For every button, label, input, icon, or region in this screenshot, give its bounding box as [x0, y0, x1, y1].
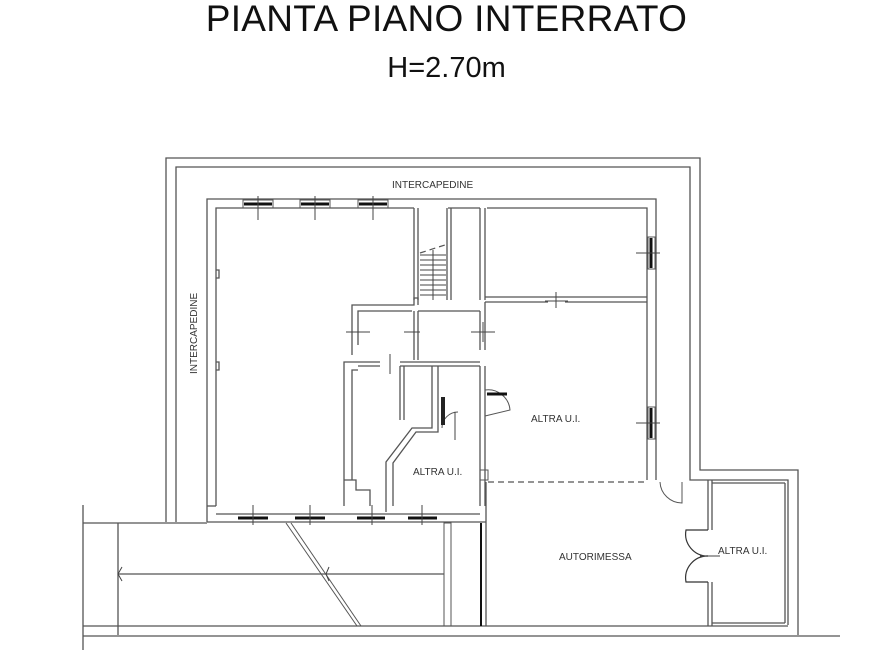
outer-perimeter-wall — [165, 157, 799, 635]
plan-height-label: H=2.70m — [387, 52, 506, 84]
plan-title: PIANTA PIANO INTERRATO — [205, 0, 688, 39]
upper-right-room — [485, 292, 647, 308]
window-right-1 — [636, 236, 660, 270]
double-door-autorimessa — [685, 529, 720, 583]
staircase — [419, 243, 449, 300]
ramp-area — [82, 505, 840, 650]
window-bottom-1 — [238, 505, 268, 525]
left-lower-room — [343, 361, 405, 506]
window-top-2 — [299, 196, 331, 220]
window-top-1 — [242, 196, 274, 220]
building-outer-wall — [206, 198, 657, 522]
door-right-lower — [659, 481, 683, 504]
label-altra-ui-small: ALTRA U.I. — [413, 467, 462, 478]
window-bottom-3 — [357, 505, 385, 525]
label-intercapedine-left: INTERCAPEDINE — [189, 293, 200, 374]
autorimessa-room — [485, 480, 786, 626]
small-altra-ui-room — [385, 366, 489, 512]
window-bottom-2 — [295, 505, 325, 525]
door-altra-ui-center — [484, 389, 511, 417]
window-top-3 — [357, 196, 389, 220]
stair-shaft — [413, 208, 486, 300]
label-altra-ui-center: ALTRA U.I. — [531, 414, 580, 425]
label-intercapedine-top: INTERCAPEDINE — [392, 180, 473, 191]
label-altra-ui-right: ALTRA U.I. — [718, 546, 767, 557]
building-bottom-wall — [207, 505, 486, 523]
window-right-2 — [636, 406, 660, 440]
window-bottom-4 — [408, 505, 437, 525]
central-corridor — [346, 297, 495, 374]
label-autorimessa: AUTORIMESSA — [559, 552, 632, 563]
